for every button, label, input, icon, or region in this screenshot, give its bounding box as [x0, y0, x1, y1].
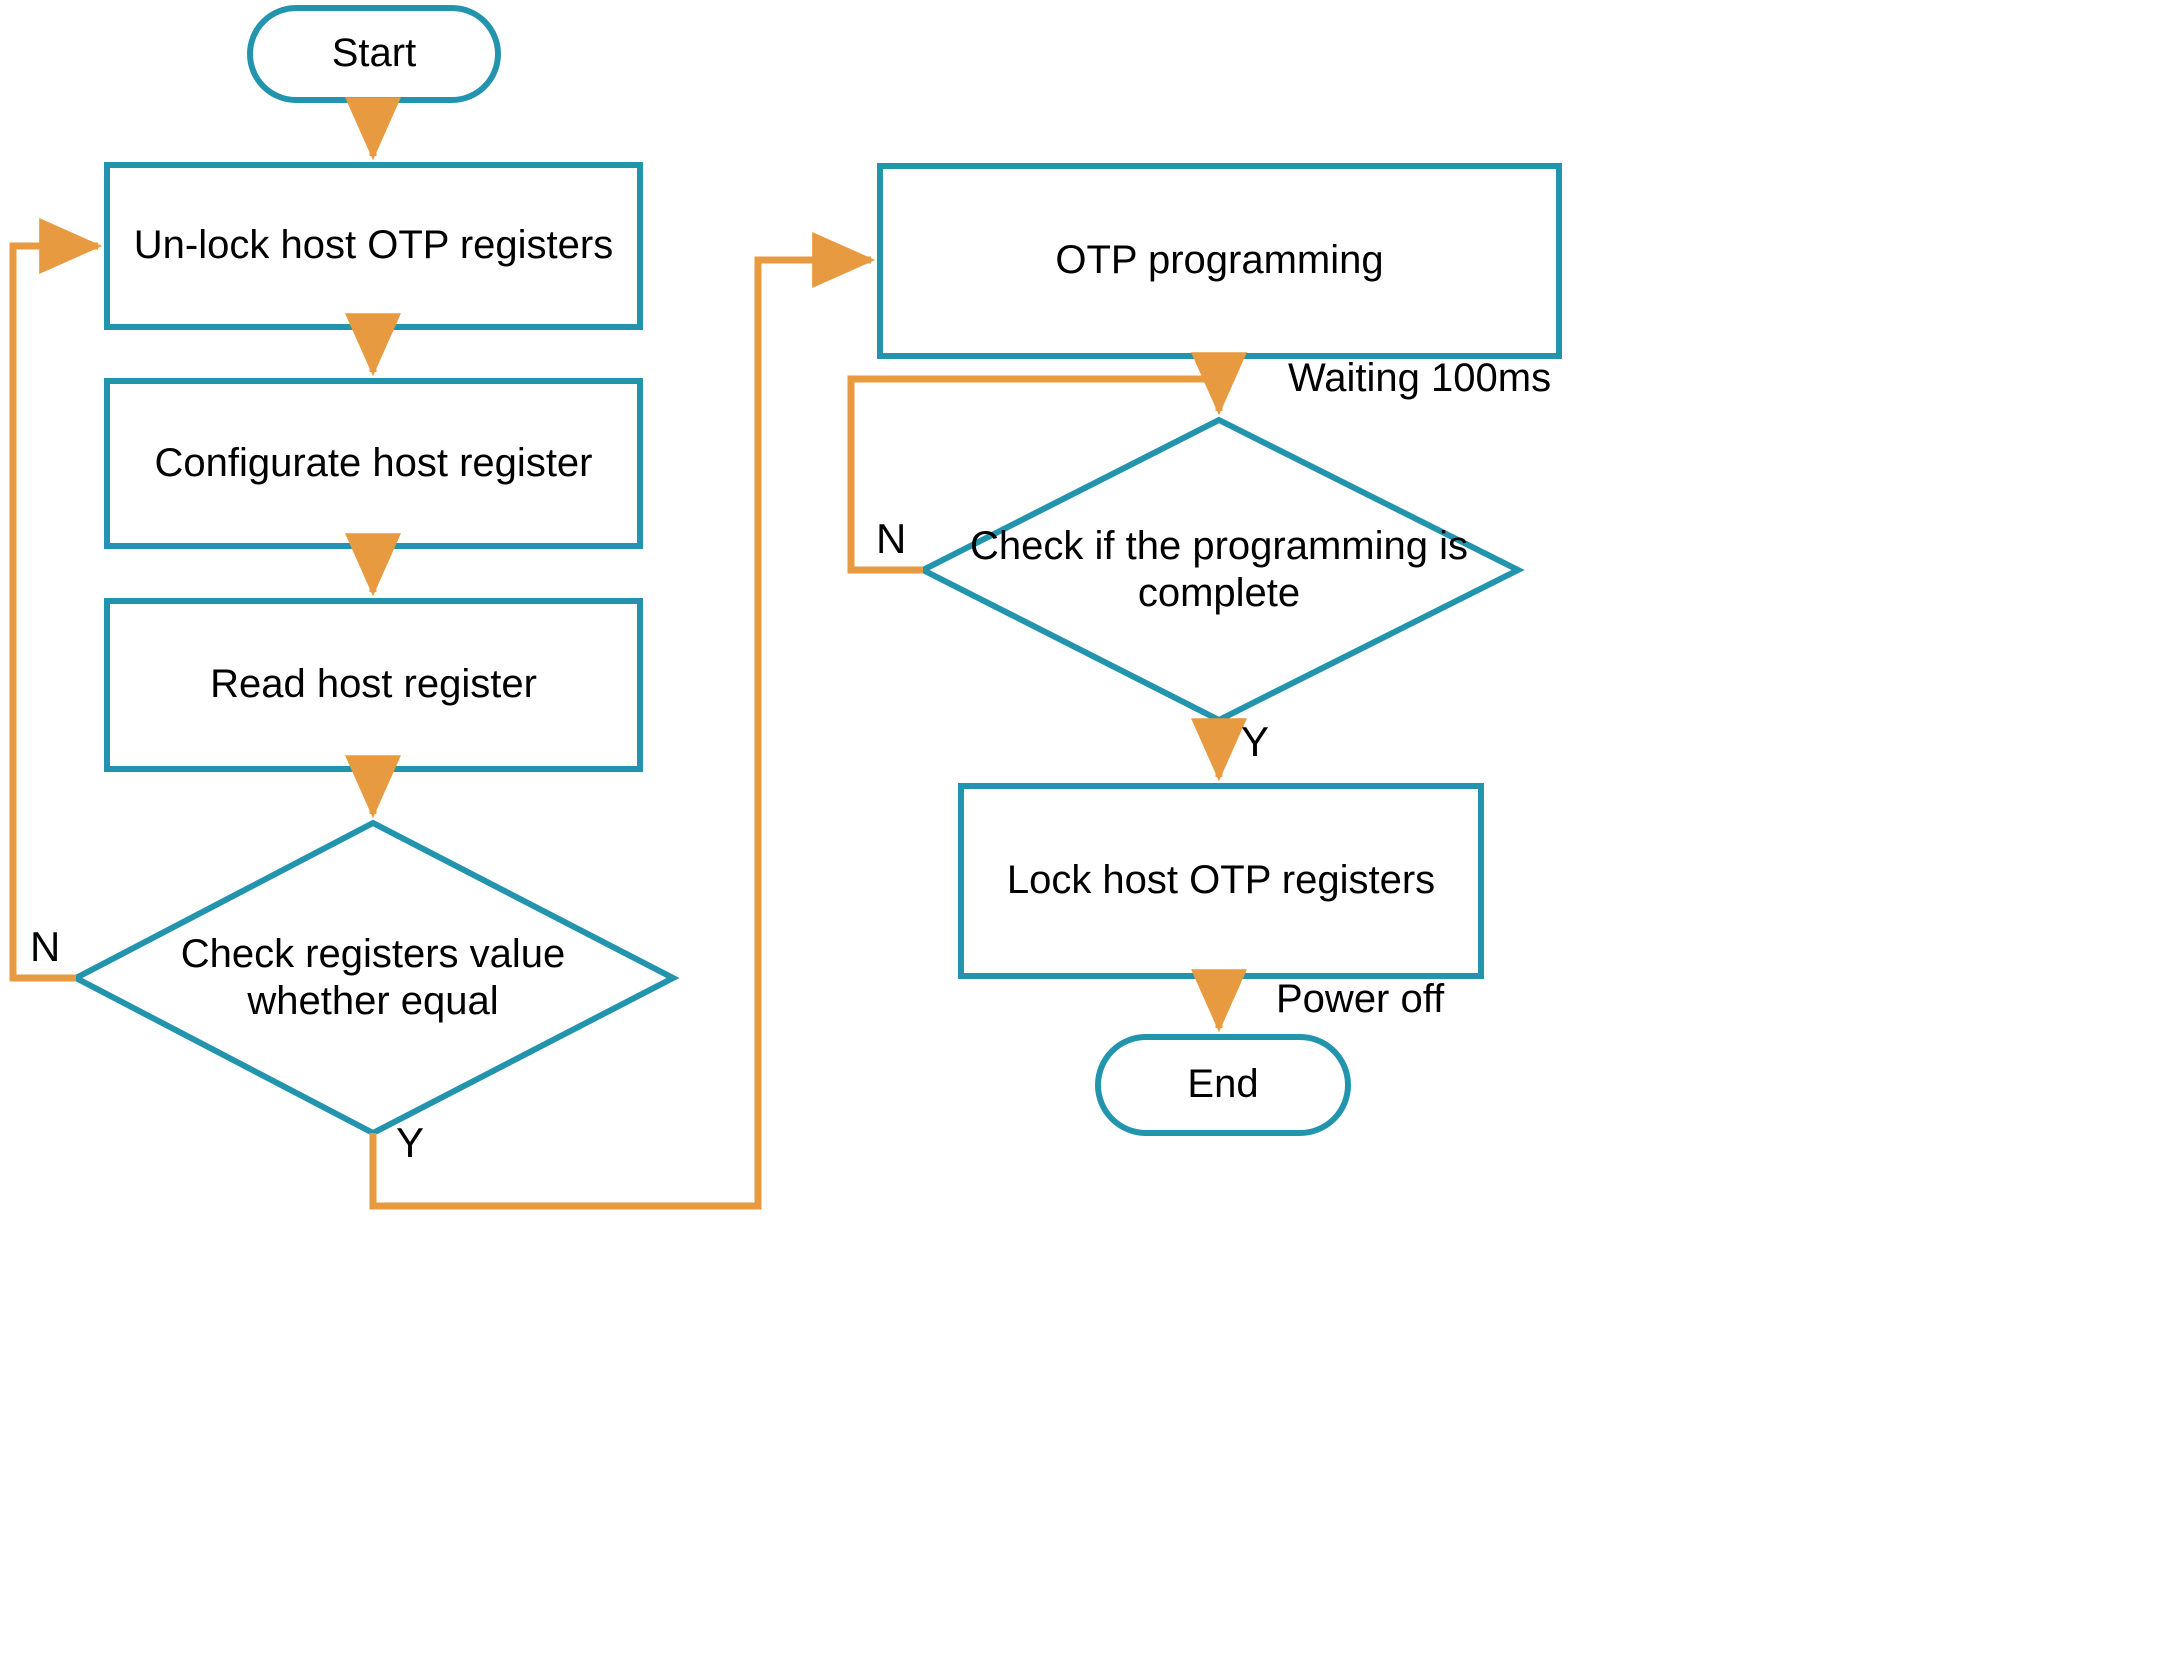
node-start-shape [247, 5, 501, 103]
branch-label-check-registers-yes: Y [396, 1119, 425, 1166]
node-lock-shape [958, 783, 1484, 979]
edge-check-registers-yes-to-otp [369, 232, 876, 1210]
node-unlock-shape [104, 162, 643, 330]
edge-label-waiting: Waiting 100ms [1288, 356, 1552, 400]
branch-label-check-registers-no: N [30, 923, 61, 970]
node-check-programming-shape [916, 416, 1525, 724]
node-otp-programming-shape [877, 163, 1562, 359]
node-end-shape [1095, 1034, 1351, 1136]
branch-label-check-programming-yes: Y [1241, 718, 1270, 765]
node-check-registers-shape [69, 819, 680, 1137]
node-configure-shape [104, 378, 643, 549]
edge-check-registers-no-loop [9, 218, 103, 982]
edge-check-programming-no-loop [847, 375, 1219, 574]
node-read-shape [104, 598, 643, 772]
edge-label-power-off: Power off [1276, 977, 1445, 1021]
branch-label-check-programming-no: N [876, 515, 907, 562]
